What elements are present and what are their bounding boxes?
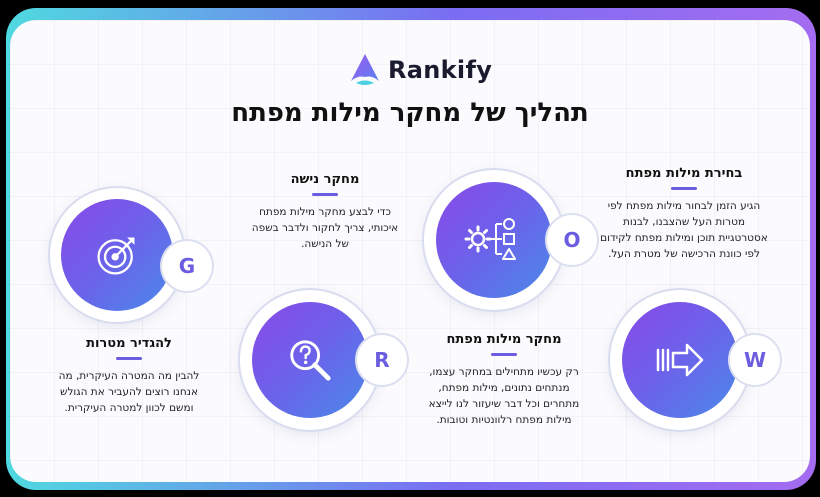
step-w-heading: בחירת מילות מפתח: [625, 166, 743, 181]
brand-logo: Rankify: [350, 50, 492, 90]
gear-shapes-icon: [464, 218, 516, 260]
step-w-circle: W: [610, 290, 780, 450]
step-r-description: כדי לבצע מחקר מילות מפתח איכותי, צריך לח…: [251, 206, 399, 250]
step-g-circle: G: [50, 188, 212, 348]
step-r-badge: R: [357, 335, 407, 385]
brand-name: Rankify: [388, 56, 493, 84]
page-title: תהליך של מחקר מילות מפתח: [231, 98, 589, 128]
step-o-badge: O: [547, 215, 597, 265]
step-g-text-block: להגדיר מטרות להבין מה המטרה העיקרית, מה …: [54, 336, 204, 416]
rankify-logo-icon: [351, 54, 379, 85]
step-o-text-block: מחקר מילות מפתח רק עכשיו מתחילים במחקר ע…: [424, 332, 584, 428]
step-g-heading: להגדיר מטרות: [86, 336, 172, 351]
magnifier-question-icon: [290, 340, 331, 381]
step-o-description: רק עכשיו מתחילים במחקר עצמו, מנתחים נתונ…: [428, 366, 580, 426]
infographic-card: Rankify תהליך של מחקר מילות מפתח G R: [10, 20, 810, 482]
target-icon: [97, 237, 135, 275]
step-o-underline: [491, 353, 517, 356]
step-g-underline: [116, 357, 142, 360]
step-o-heading: מחקר מילות מפתח: [446, 332, 562, 347]
step-o-circle: O: [424, 170, 597, 330]
step-r-heading: מחקר נישה: [290, 172, 360, 187]
step-w-underline: [671, 187, 697, 190]
step-r-text-block: מחקר נישה כדי לבצע מחקר מילות מפתח איכות…: [250, 172, 400, 252]
arrow-right-icon: [656, 343, 704, 377]
step-w-text-block: בחירת מילות מפתח הגיע הזמן לבחור מילות מ…: [598, 166, 770, 262]
step-w-description: הגיע הזמן לבחור מילות מפתח לפי מטרות העל…: [600, 200, 768, 260]
step-r-underline: [312, 193, 338, 196]
step-w-badge: W: [730, 335, 780, 385]
step-g-badge: G: [162, 241, 212, 291]
step-r-circle: R: [240, 290, 410, 450]
step-g-description: להבין מה המטרה העיקרית, מה אנחנו רוצים ל…: [58, 370, 200, 414]
